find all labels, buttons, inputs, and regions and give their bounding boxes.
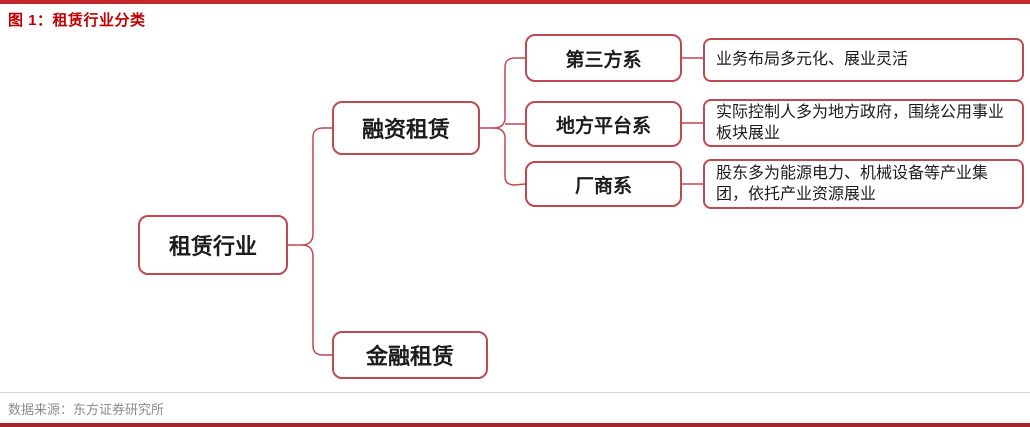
node-financial-lease: 金融租赁 bbox=[332, 331, 488, 379]
figure-title: 图 1：租赁行业分类 bbox=[8, 12, 146, 29]
node-manufacturer: 厂商系 bbox=[525, 161, 682, 207]
description-text: 业务布局多元化、展业灵活 bbox=[716, 51, 909, 69]
node-label: 厂商系 bbox=[574, 175, 632, 197]
node-label: 金融租赁 bbox=[365, 344, 454, 369]
connector-l1-up bbox=[480, 57, 525, 129]
connector-root-down bbox=[301, 244, 332, 356]
connector-l1-down bbox=[493, 127, 526, 186]
node-label: 融资租赁 bbox=[361, 117, 450, 142]
node-financing-lease: 融资租赁 bbox=[332, 101, 480, 155]
node-local-platform: 地方平台系 bbox=[525, 101, 682, 147]
description-local-platform: 实际控制人多为地方政府，围绕公用事业板块展业 bbox=[703, 99, 1024, 147]
node-leasing-industry: 租赁行业 bbox=[138, 215, 288, 275]
footer-divider bbox=[0, 392, 1030, 393]
node-label: 第三方系 bbox=[565, 49, 642, 71]
description-text: 股东多为能源电力、机械设备等产业集团，依托产业资源展业 bbox=[716, 164, 989, 203]
node-third-party: 第三方系 bbox=[525, 34, 682, 82]
node-label: 地方平台系 bbox=[555, 115, 651, 137]
bottom-divider-bar bbox=[0, 423, 1030, 427]
description-text: 实际控制人多为地方政府，围绕公用事业板块展业 bbox=[716, 103, 1005, 142]
description-manufacturer: 股东多为能源电力、机械设备等产业集团，依托产业资源展业 bbox=[703, 159, 1024, 209]
description-third-party: 业务布局多元化、展业灵活 bbox=[703, 38, 1024, 82]
top-divider-bar bbox=[0, 0, 1030, 4]
data-source-label: 数据来源：东方证券研究所 bbox=[8, 402, 165, 417]
node-label: 租赁行业 bbox=[168, 234, 257, 259]
connector-root-up bbox=[288, 127, 332, 246]
